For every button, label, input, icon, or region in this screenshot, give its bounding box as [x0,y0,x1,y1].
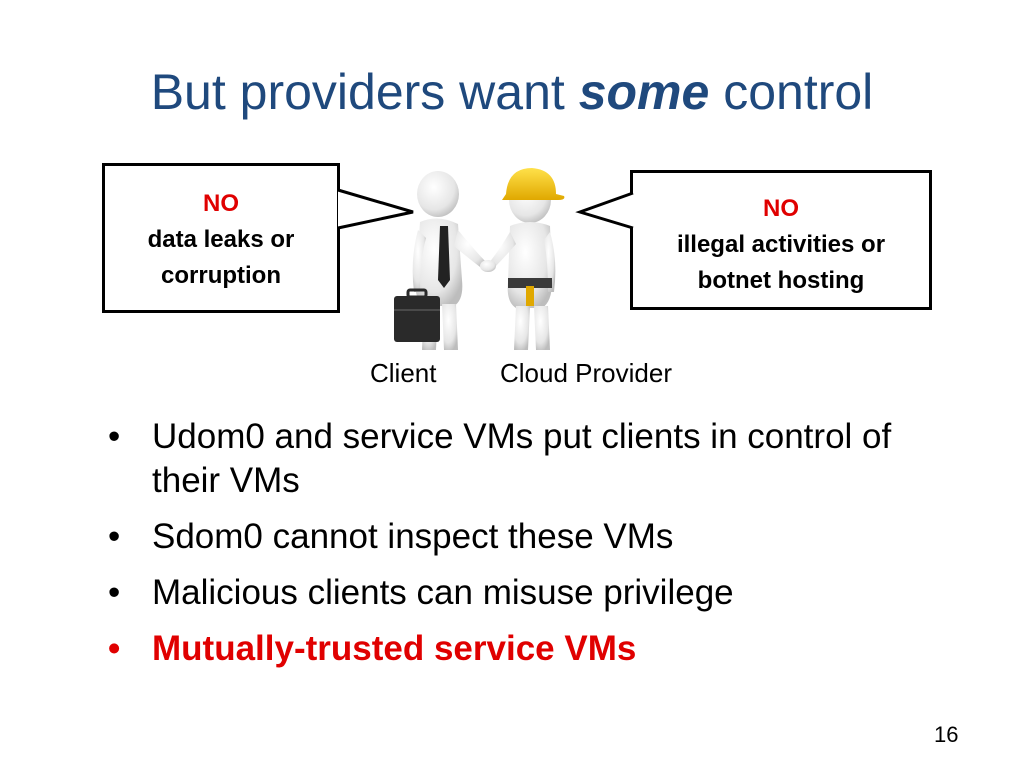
bubble-client-line1: data leaks or [147,226,295,253]
speech-bubble-provider: NO illegal activities or botnet hosting [630,170,932,310]
bullet-item-highlighted: • Mutually-trusted service VMs [108,627,938,671]
bullet-item: • Sdom0 cannot inspect these VMs [108,515,938,559]
caption-client: Client [370,358,437,388]
title-text-after: control [709,64,874,120]
bullet-item: • Malicious clients can misuse privilege [108,571,938,615]
bubble-provider-line1: illegal activities or [676,231,886,258]
provider-bubble-tail [580,193,633,228]
client-figure [394,171,488,350]
slide-title: But providers want some control [0,62,1024,122]
bullet-text: Mutually-trusted service VMs [152,629,637,668]
handshake-figures-illustration [394,168,565,350]
bubble-client-line2: corruption [161,262,281,289]
bullet-text: Malicious clients can misuse privilege [152,573,734,612]
title-emphasis: some [578,64,710,120]
bullet-dot: • [108,417,121,456]
bubble-client-no: NO [203,190,239,217]
client-bubble-tail [338,190,413,228]
bullet-list: • Udom0 and service VMs put clients in co… [108,415,938,683]
bubble-provider-no: NO [763,195,799,222]
bullet-dot: • [108,517,121,556]
bullet-text: Udom0 and service VMs put clients in con… [152,417,892,500]
page-number: 16 [934,722,959,747]
bullet-dot: • [108,573,121,612]
title-text-before: But providers want [150,64,579,120]
caption-cloud-provider: Cloud Provider [500,358,672,388]
speech-bubble-client: NO data leaks or corruption [102,163,340,313]
handshake [480,260,496,272]
bullet-dot: • [108,629,121,668]
bullet-text: Sdom0 cannot inspect these VMs [152,517,674,556]
provider-figure [488,168,565,350]
bubble-provider-line2: botnet hosting [697,267,865,294]
bullet-item: • Udom0 and service VMs put clients in co… [108,415,938,503]
